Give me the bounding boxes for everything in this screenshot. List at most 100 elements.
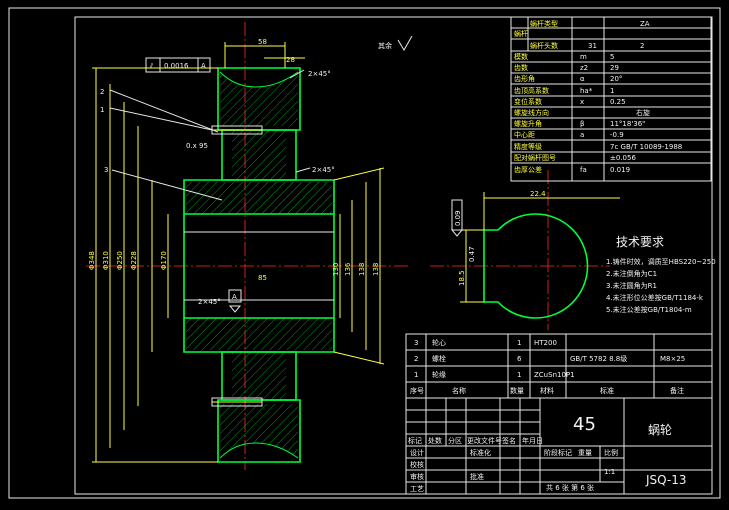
tb-mid-1: 批准	[470, 472, 484, 481]
part-no-0: 3	[414, 339, 418, 347]
param-label-12: 齿厚公差	[514, 165, 542, 174]
param-symbol-9: a	[580, 131, 584, 139]
params-header-left: 蜗杆	[514, 29, 528, 38]
dim-right-2: 138	[358, 263, 366, 276]
param-value-6: 0.25	[610, 98, 626, 106]
outer-border	[8, 7, 721, 499]
parts-header-name: 名称	[452, 386, 466, 395]
param-symbol-8: β	[580, 120, 584, 128]
gear-section-view	[183, 67, 335, 463]
keyway-width: 22.4	[530, 190, 546, 198]
svg-text:⫽: ⫽	[149, 62, 154, 70]
parts-header-note: 备注	[670, 386, 684, 395]
parts-header-qty: 数量	[510, 386, 524, 395]
params-rows: 蜗杆类型 ZA 蜗杆头数 2 模数 m 5 齿数 z2 29 齿形角 α 20°…	[514, 19, 682, 174]
material-mark: 45	[573, 414, 596, 435]
part-qty-0: 1	[517, 339, 521, 347]
parts-rows: 3 轮心 1 HT200 2 螺栓 6 GB/T 5782 8.8级 M8×25…	[410, 338, 685, 395]
parts-header-material: 材料	[540, 386, 554, 395]
param-symbol-4: α	[580, 75, 585, 83]
param-value-5: 1	[610, 87, 614, 95]
scale: 1:1	[604, 468, 615, 476]
param-value-3: 29	[610, 64, 619, 72]
part-no-2: 1	[414, 371, 418, 379]
title-row-labels: 标记 处数 分区 更改文件号 签名 年月日 设计 校核 审核 工艺 标准化 批准…	[408, 436, 618, 493]
sheet-info: 共 6 张 第 6 张	[546, 483, 594, 492]
param-label-1: 蜗杆头数	[530, 41, 558, 50]
part-material-0: HT200	[534, 339, 557, 347]
param-label-5: 齿顶高系数	[514, 86, 549, 95]
tb-stage-0: 阶段标记	[544, 448, 572, 457]
param-value-2: 5	[610, 53, 614, 61]
drawing-number: JSQ-13	[645, 473, 687, 487]
parts-header-no: 序号	[410, 386, 424, 395]
dim-right-0: 130	[332, 263, 340, 276]
tech-req-item-1: 2.未注倒角为C1	[606, 269, 657, 278]
param-label-8: 螺旋升角	[514, 119, 542, 128]
part-material-2: ZCuSn10P1	[534, 371, 575, 379]
part-name-2: 轮缘	[432, 370, 446, 379]
param-label-11: 配对蜗杆图号	[514, 153, 556, 162]
tech-req-item-3: 4.未注形位公差按GB/T1184-k	[606, 293, 704, 302]
param-symbol-2: m	[580, 53, 587, 61]
left-diameters: Φ348 Φ310 Φ250 Φ228 Φ170	[88, 251, 168, 270]
part-name-title: 蜗轮	[648, 422, 672, 437]
tb-label-4: 签名	[502, 436, 516, 445]
param-value-12: 0.019	[610, 166, 630, 174]
param-symbol-3: z2	[580, 64, 588, 72]
param-label-10: 精度等级	[514, 142, 542, 151]
dimensions	[92, 42, 385, 463]
dim-right-3: 138	[372, 263, 380, 276]
tb-label-3: 更改文件号	[467, 436, 502, 445]
callout-3: 3	[104, 166, 108, 174]
tb-mid-0: 标准化	[470, 448, 491, 457]
right-dimensions: 130 136 138 138	[332, 262, 380, 276]
keyway-view	[450, 192, 620, 319]
tb-label-2: 分区	[448, 436, 462, 445]
part-note-1: M8×25	[660, 355, 685, 363]
tech-req-item-0: 1.铸件时效，调质至HBS220~250	[606, 257, 716, 266]
part-name-1: 螺栓	[432, 354, 446, 363]
params-table	[510, 16, 712, 182]
dim-left-4: Φ170	[160, 251, 168, 270]
tb-side-3: 工艺	[410, 485, 424, 493]
part-no-1: 2	[414, 355, 418, 363]
chamfer-bore: 2×45°	[198, 298, 221, 306]
param-label-6: 变位系数	[514, 97, 542, 106]
dim-right-1: 136	[344, 262, 352, 276]
datum-a-symbol	[228, 289, 242, 313]
param-value-4: 20°	[610, 75, 622, 83]
param-label-4: 齿形角	[514, 74, 535, 83]
param-label-3: 齿数	[514, 63, 528, 72]
part-name-0: 轮心	[432, 338, 446, 347]
flatness-value: 0.0016	[164, 62, 189, 70]
tb-label-1: 处数	[428, 436, 442, 445]
flatness-tolerance-frame: ⫽	[145, 57, 211, 73]
flatness-datum: A	[201, 62, 206, 70]
param-value-8: 11°18'36"	[610, 120, 645, 128]
tech-req-item-2: 3.未注圆角为R1	[606, 281, 657, 290]
param-label-0: 蜗杆类型	[530, 19, 558, 28]
tb-label-5: 年月日	[522, 436, 543, 445]
param-label-9: 中心距	[514, 130, 535, 139]
param-label-2: 模数	[514, 52, 528, 61]
surface-finish-icon	[397, 35, 413, 51]
tb-stage-1: 重量	[578, 449, 592, 457]
tb-label-0: 标记	[408, 436, 422, 445]
tech-req-list: 1.铸件时效，调质至HBS220~250 2.未注倒角为C1 3.未注圆角为R1…	[606, 257, 716, 314]
param-symbol-5: ha*	[580, 87, 593, 95]
param-value-1: 2	[640, 42, 644, 50]
dim-left-3: Φ228	[130, 251, 138, 270]
params-header-num: 31	[588, 42, 597, 50]
keyway-tol: 0.09	[454, 210, 462, 226]
dim-hub-left: 28	[286, 56, 295, 64]
part-standard-1: GB/T 5782 8.8级	[570, 354, 627, 363]
param-value-10: 7c GB/T 10089-1988	[610, 143, 682, 151]
param-value-9: -0.9	[610, 131, 624, 139]
part-qty-2: 1	[517, 371, 521, 379]
callout-1: 1	[100, 106, 104, 114]
dim-top: 58	[258, 38, 267, 46]
dim-center: 85	[258, 274, 267, 282]
title-block-grid	[405, 397, 713, 495]
